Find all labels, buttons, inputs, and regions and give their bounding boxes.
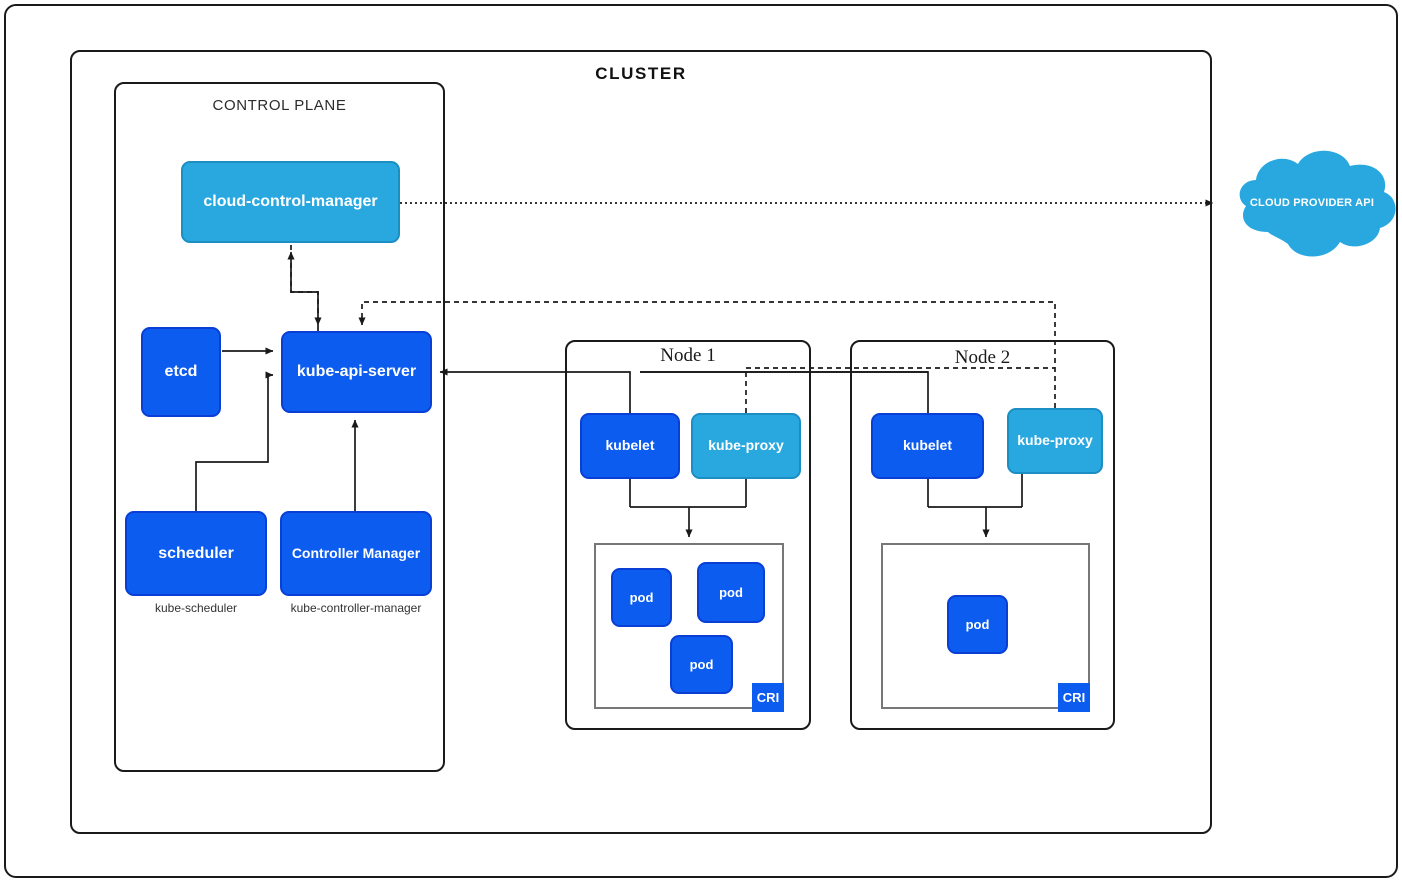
scheduler-box[interactable]: scheduler — [125, 511, 267, 596]
control-plane-title: CONTROL PLANE — [212, 97, 347, 114]
node-2-cri-badge: CRI — [1058, 683, 1090, 712]
node-1-pod-3[interactable]: pod — [670, 635, 733, 694]
controller-manager-box[interactable]: Controller Manager — [280, 511, 432, 596]
kube-api-server-box[interactable]: kube-api-server — [281, 331, 432, 413]
node-1-kubelet-box[interactable]: kubelet — [580, 413, 680, 479]
controller-manager-caption: kube-controller-manager — [290, 601, 422, 615]
node-2-title: Node 2 — [954, 347, 1011, 368]
node-2-kube-proxy-box[interactable]: kube-proxy — [1007, 408, 1103, 474]
node-2-kubelet-box[interactable]: kubelet — [871, 413, 984, 479]
node-1-pods-container — [594, 543, 784, 709]
scheduler-caption: kube-scheduler — [154, 601, 238, 615]
cloud-provider-api[interactable]: CLOUD PROVIDER API — [1222, 140, 1402, 270]
etcd-box[interactable]: etcd — [141, 327, 221, 417]
control-plane-boundary — [114, 82, 445, 772]
cloud-icon — [1239, 150, 1396, 257]
node-2-boundary — [850, 340, 1115, 730]
page-frame — [4, 4, 1398, 878]
cluster-title: CLUSTER — [595, 64, 687, 83]
node-2-pods-container — [881, 543, 1090, 709]
node-1-pod-1[interactable]: pod — [611, 568, 672, 627]
node-2-pod-1[interactable]: pod — [947, 595, 1008, 654]
node-1-pod-2[interactable]: pod — [697, 562, 765, 623]
node-1-cri-badge: CRI — [752, 683, 784, 712]
node-1-title: Node 1 — [660, 345, 716, 366]
cloud-control-manager-box[interactable]: cloud-control-manager — [181, 161, 400, 243]
node-1-boundary — [565, 340, 811, 730]
node-1-kube-proxy-box[interactable]: kube-proxy — [691, 413, 801, 479]
cluster-boundary — [70, 50, 1212, 834]
